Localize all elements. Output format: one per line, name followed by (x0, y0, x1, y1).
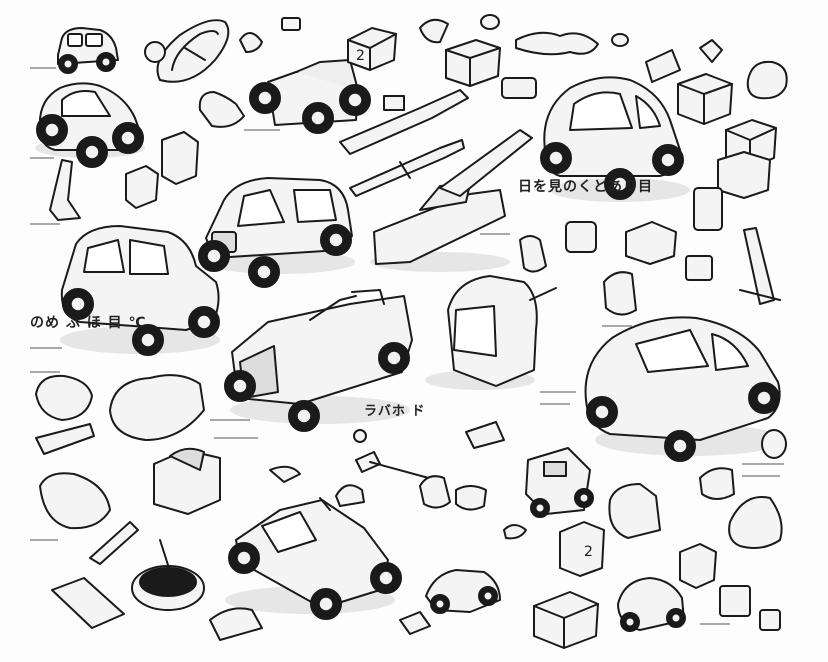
tiny-car-icon (57, 27, 119, 74)
pipe-icon (465, 421, 505, 449)
animal-toy-icon (109, 374, 205, 441)
robot-head-icon (603, 271, 637, 316)
figure-icon (519, 235, 547, 273)
ball-icon (144, 41, 166, 63)
brick-icon (501, 77, 537, 99)
brick-icon (281, 17, 301, 31)
toy-block-icon (125, 165, 159, 209)
cube-icon (719, 585, 751, 617)
open-jeep-icon (224, 289, 413, 432)
toy-block-icon: 2 (559, 521, 605, 577)
figure-icon (49, 159, 81, 221)
scene-caption-b: のめ ふ ほ 目 ℃ (30, 315, 147, 331)
toy-block-icon (153, 447, 221, 515)
bone-toy-icon (515, 31, 599, 56)
classic-car-icon (60, 225, 220, 356)
brick-icon (399, 611, 431, 635)
toy-rifle-icon (349, 139, 465, 197)
blob-icon (35, 374, 93, 421)
toy-chest-icon (533, 591, 599, 649)
svg-text:2: 2 (584, 544, 593, 560)
cube-icon (565, 221, 597, 253)
animal-toy-icon (209, 607, 263, 641)
pebble-icon (761, 429, 787, 459)
jeep-icon (198, 177, 353, 288)
ball-icon (353, 429, 367, 443)
cube-icon (759, 609, 781, 631)
bowl-icon (131, 539, 205, 611)
toy-block-icon (161, 131, 199, 185)
toy-cannon-icon (373, 129, 533, 265)
toy-block-icon (625, 221, 677, 265)
dune-buggy-icon (228, 497, 402, 620)
mini-car-icon (617, 577, 686, 632)
bird-icon (503, 524, 527, 540)
scene-caption-a: 日を見のくとあり目 (518, 179, 653, 195)
stick-icon (89, 521, 139, 565)
mat-icon (51, 577, 125, 629)
mini-car-icon (425, 569, 501, 614)
toy-block-icon (679, 543, 717, 589)
bubble-car-icon (36, 82, 144, 168)
cube-icon (685, 255, 713, 281)
toy-block-icon (717, 151, 771, 199)
tag-icon (645, 49, 681, 83)
compact-car-icon (584, 316, 781, 462)
beetle-car-icon (540, 76, 684, 200)
ladder-toy-icon (739, 227, 781, 305)
board-icon (35, 423, 95, 455)
blob-icon (699, 467, 735, 500)
toy-block-icon (445, 39, 501, 87)
boat-icon (156, 19, 230, 83)
toy-hammer-icon (335, 451, 451, 509)
blob-icon (746, 60, 788, 100)
toy-block-icon (677, 73, 733, 125)
toy-block-icon: 2 (347, 27, 397, 71)
toy-robot-icon (525, 447, 594, 518)
animal-toy-icon (608, 483, 661, 539)
van-icon (447, 275, 557, 387)
fish-icon (269, 465, 301, 483)
truck-icon (249, 59, 371, 134)
bell-icon (239, 32, 263, 53)
svg-text:2: 2 (356, 48, 365, 64)
blob-icon (728, 496, 783, 549)
pebble-icon (480, 14, 500, 30)
blob-icon (39, 472, 111, 530)
gem-icon (699, 39, 723, 63)
animal-toy-icon (198, 91, 245, 128)
pebble-icon (611, 33, 629, 47)
blob-icon (455, 485, 487, 511)
scene-caption-c: ラバホ ド (364, 404, 426, 419)
battery-icon (693, 187, 723, 231)
figure-icon (419, 18, 449, 44)
caption-scribbles (30, 67, 784, 625)
toy-rifle-icon (339, 89, 469, 155)
